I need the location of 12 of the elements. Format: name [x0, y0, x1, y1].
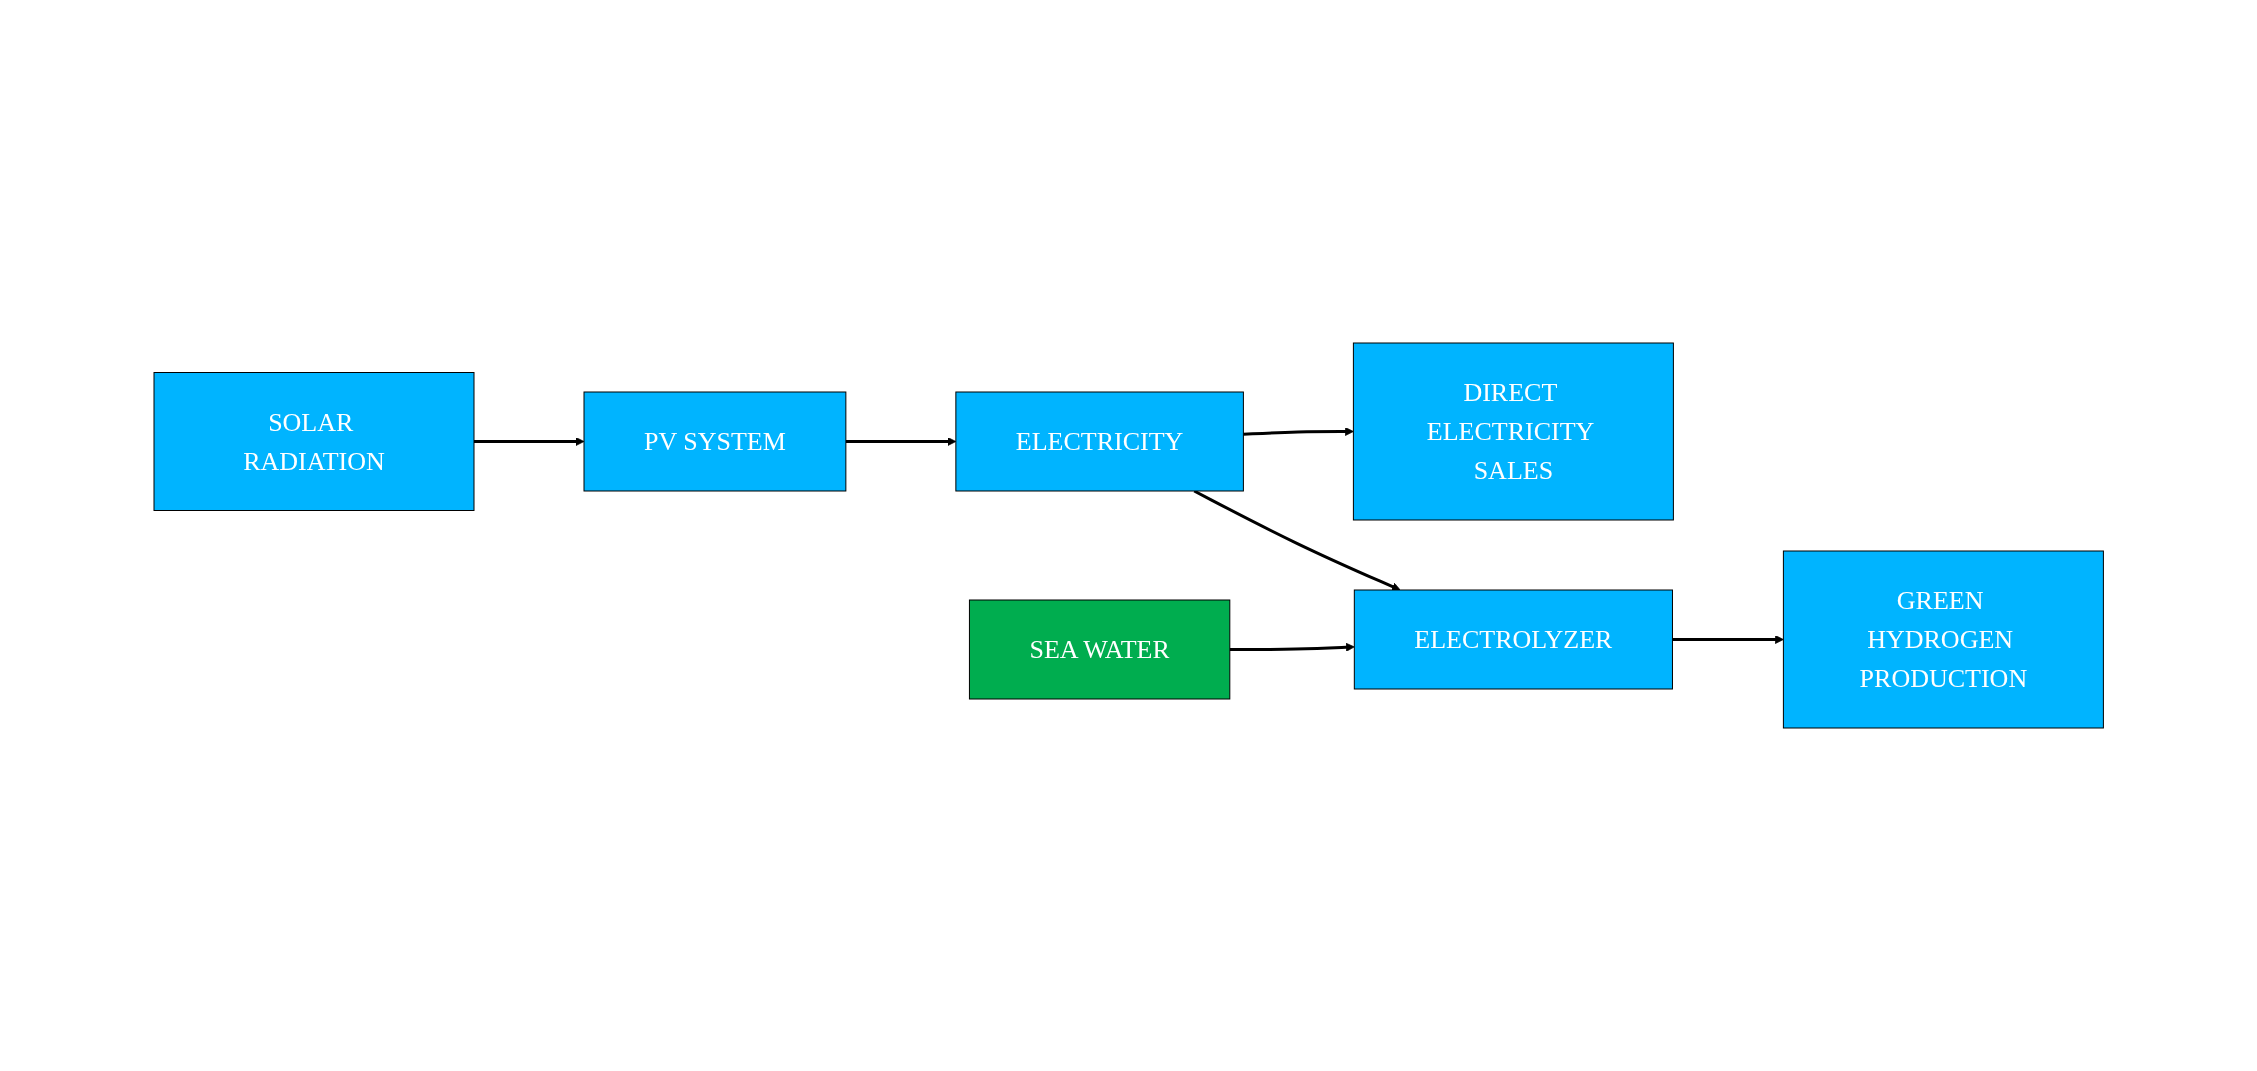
arrow — [845, 437, 957, 446]
arrow — [1243, 427, 1354, 436]
node-box: SOLAR RADIATION — [153, 372, 475, 511]
arrow — [1229, 642, 1355, 652]
node-box: SEA WATER — [968, 599, 1231, 700]
node-box: DIRECT ELECTRICITY SALES — [1352, 342, 1674, 521]
node-box: ELECTRICITY — [955, 391, 1244, 492]
node-box: ELECTROLYZER — [1353, 589, 1673, 690]
arrow — [1672, 635, 1784, 644]
node-box: GREEN HYDROGEN PRODUCTION — [1782, 550, 2104, 729]
node-box: PV SYSTEM — [583, 391, 847, 492]
arrow — [473, 437, 585, 446]
